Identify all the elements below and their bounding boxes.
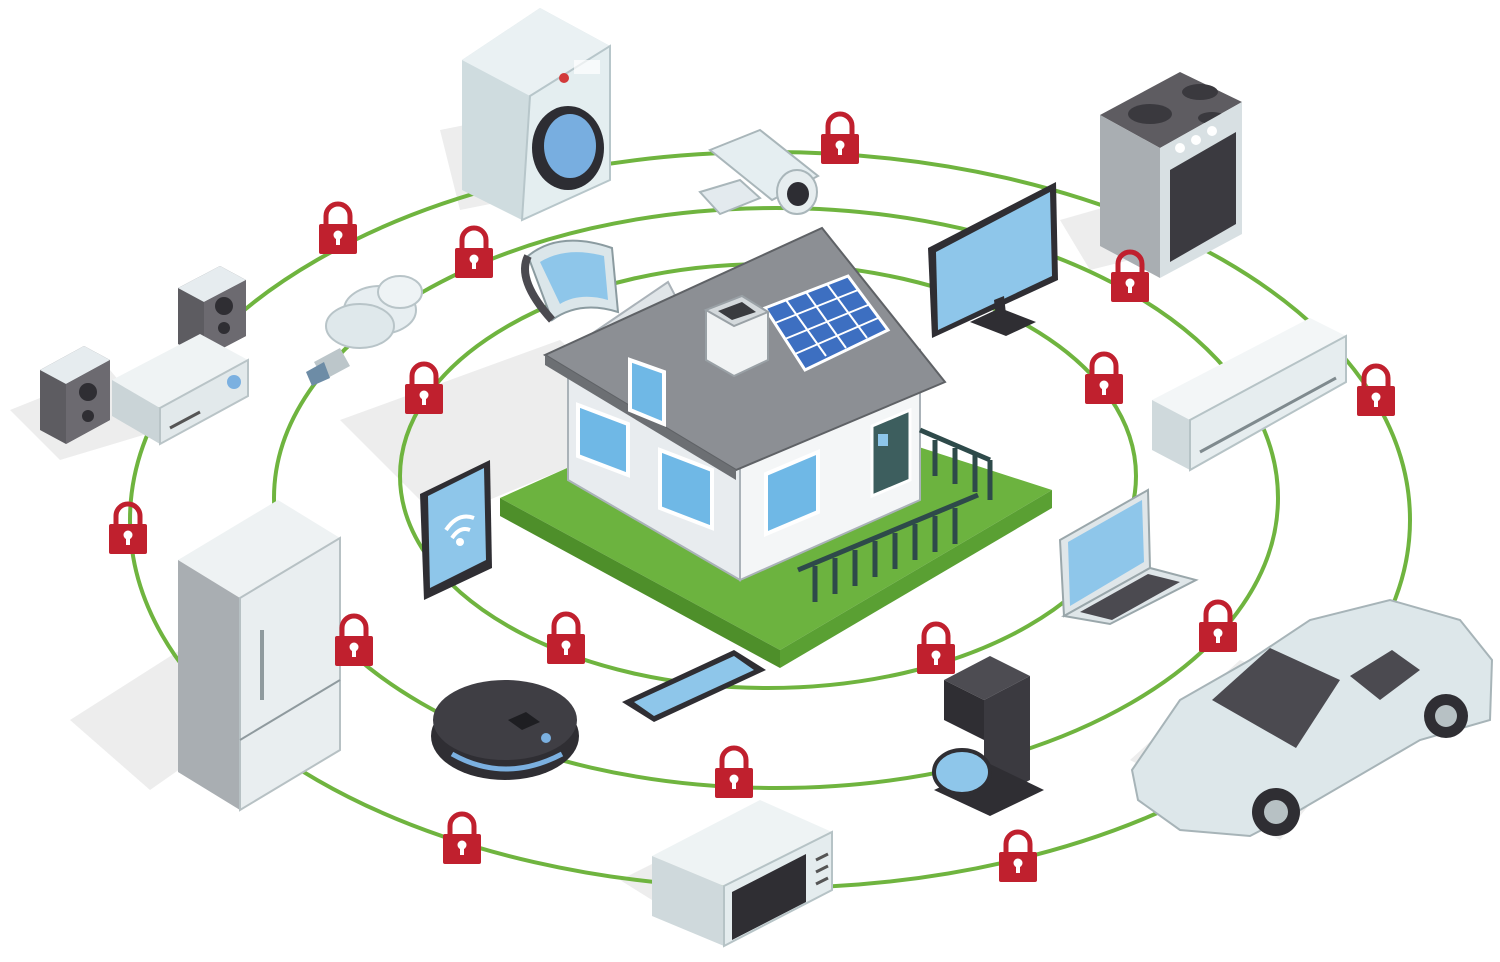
chimney xyxy=(703,294,771,378)
speakers-icon xyxy=(40,266,246,444)
media-player-icon xyxy=(112,334,249,446)
padlock-icon xyxy=(821,114,859,164)
roof-edge xyxy=(545,355,736,480)
car-icon xyxy=(1130,598,1494,838)
padlock-icon xyxy=(715,748,753,798)
padlock-icon xyxy=(999,832,1037,882)
middle-ring xyxy=(272,206,1280,790)
smartphone-icon xyxy=(622,650,766,722)
air-conditioner-icon xyxy=(1152,318,1347,472)
padlock-icon xyxy=(1199,602,1237,652)
lawn-left xyxy=(500,498,780,668)
padlock-icon xyxy=(547,614,585,664)
tablet-icon xyxy=(420,460,492,600)
padlock-icon xyxy=(917,624,955,674)
padlock-icon xyxy=(1357,366,1395,416)
padlock-icon xyxy=(335,616,373,666)
solar-panel xyxy=(762,274,891,372)
laptop-icon xyxy=(1058,488,1199,626)
smart-bulb-icon xyxy=(306,275,423,386)
padlock-icon xyxy=(109,504,147,554)
padlock-icon xyxy=(455,228,493,278)
front-door xyxy=(870,407,912,499)
padlock-icon xyxy=(405,364,443,414)
lawn-right xyxy=(780,490,1052,668)
house-windows xyxy=(576,357,820,538)
smart-home xyxy=(500,226,1052,668)
coffee-maker-icon xyxy=(932,656,1044,816)
porch-railing xyxy=(797,427,993,602)
padlock-icon xyxy=(319,204,357,254)
washing-machine-icon xyxy=(462,8,611,222)
stove-icon xyxy=(1100,72,1242,278)
refrigerator-icon xyxy=(178,500,341,812)
padlock-icon xyxy=(443,814,481,864)
security-camera-icon xyxy=(698,128,820,216)
robot-vacuum-icon xyxy=(431,680,579,780)
microwave-icon xyxy=(652,800,833,948)
monitor-icon xyxy=(928,182,1058,338)
padlock-icon xyxy=(1085,354,1123,404)
smart-watch-icon xyxy=(521,239,620,323)
